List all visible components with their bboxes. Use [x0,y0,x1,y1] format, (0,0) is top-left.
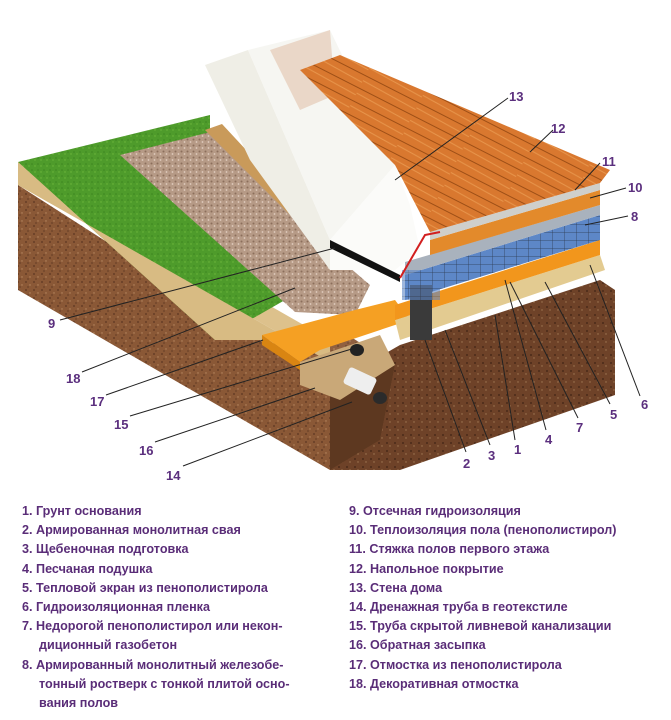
legend-item-13: 13. Стена дома [349,580,443,595]
callout-8: 8 [631,209,639,224]
callout-7: 7 [576,420,584,435]
callout-9: 9 [48,316,56,331]
legend-item-17: 17. Отмостка из пенополистирола [349,657,562,672]
soil-right-face [330,280,615,470]
drainage-pipe [373,392,387,404]
cutoff-waterproofing [330,240,400,282]
callout-5: 5 [610,407,618,422]
callout-11: 11 [602,154,616,169]
legend-item-1: 1. Грунт основания [22,504,142,518]
sand-cushion [395,255,605,340]
callout-10: 10 [628,180,643,195]
callout-14: 14 [166,468,181,483]
gravel-strip [120,132,370,315]
legend-item-3: 3. Щебеночная подготовка [22,542,189,557]
callout-15: 15 [114,417,129,432]
storm-drain-pipe [350,344,364,356]
legend-item-10: 10. Теплоизоляция пола (пенополистирол) [349,523,617,538]
waterproof-membrane [399,231,441,279]
callout-12: 12 [551,121,566,136]
floor-insulation [430,190,600,255]
house-wall-stepped [330,165,420,270]
legend-item-7: 7. Недорогой пенополистирол или некон-ди… [22,619,283,653]
wooden-floor [300,55,610,232]
legend-item-8: 8. Армированный монолитный железобе-тонн… [22,657,290,711]
floor-screed [430,183,600,240]
grillage-slab [405,205,600,275]
foundation-diagram [18,30,641,470]
callout-6: 6 [641,397,649,412]
legend-item-6: 6. Гидроизоляционная пленка [22,600,210,615]
callout-17: 17 [90,394,105,409]
callout-1: 1 [514,442,522,457]
legend-item-2: 2. Армированная монолитная свая [22,523,241,538]
legend-right-column: 9. Отсечная гидроизоляция 10. Теплоизоля… [349,502,669,694]
eps-thermal-screen [395,240,600,320]
legend-item-9: 9. Отсечная гидроизоляция [349,504,521,518]
legend-item-16: 16. Обратная засыпка [349,638,486,653]
drainage-geotextile [343,367,377,395]
soil-left-face [18,185,330,470]
callout-3: 3 [488,448,496,463]
leader-lines [59,97,641,467]
backfill [300,335,395,400]
callout-4: 4 [545,432,553,447]
legend-item-12: 12. Напольное покрытие [349,561,504,576]
eps-blue-layer [405,215,600,300]
callout-13: 13 [509,89,524,104]
house-wall-face [205,50,330,270]
legend-item-5: 5. Тепловой экран из пенополистирола [22,580,268,595]
callout-2: 2 [463,456,471,471]
legend-left-column: 1. Грунт основания 2. Армированная монол… [22,502,337,713]
legend-item-18: 18. Декоративная отмостка [349,676,519,691]
legend-item-4: 4. Песчаная подушка [22,561,153,576]
callout-16: 16 [139,443,154,458]
house-wall-side [248,30,395,240]
legend-item-15: 15. Труба скрытой ливневой канализации [349,619,612,634]
callout-18: 18 [66,371,81,386]
eps-blind-area [262,300,410,362]
legend-item-11: 11. Стяжка полов первого этажа [349,542,550,557]
legend-item-14: 14. Дренажная труба в геотекстиле [349,600,568,615]
